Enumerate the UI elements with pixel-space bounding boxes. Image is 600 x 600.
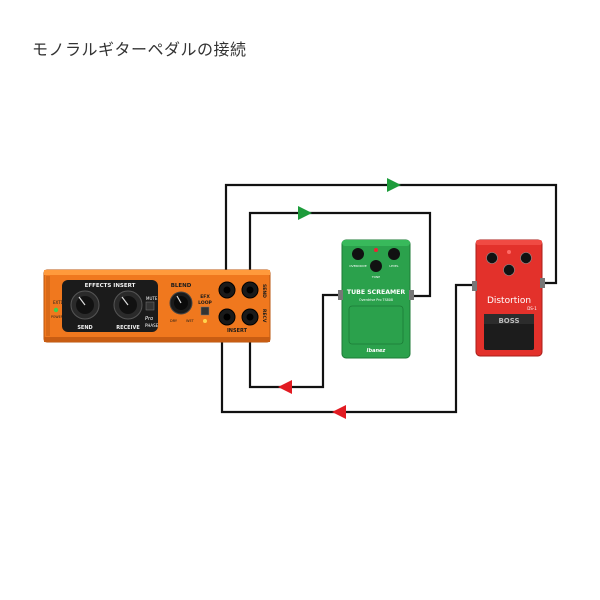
cable-outer-bottom	[220, 283, 476, 414]
cable-inner-bottom	[248, 293, 342, 389]
effects-insert-label: EFFECTS INSERT	[85, 283, 136, 289]
blend-label: BLEND	[171, 283, 192, 289]
receive-knob-label: RECEIVE	[116, 325, 140, 331]
send-side-label: SEND	[261, 284, 267, 298]
phase-label: PHASE	[145, 323, 159, 328]
effects-insert-interface: EFFECTS INSERT SEND RECEIVE MUTE Pro PHA…	[43, 269, 271, 343]
power-label: POWER	[51, 315, 64, 319]
boss-level-knob[interactable]	[520, 252, 532, 264]
arrow-green-mid	[298, 206, 312, 220]
boss-input-jack[interactable]	[472, 281, 477, 291]
boss-model: DS-1	[527, 306, 537, 311]
arrow-green-top	[387, 178, 401, 192]
arrow-red-mid	[278, 380, 292, 394]
screamer-footswitch[interactable]	[348, 305, 404, 345]
tone-label: TONE	[371, 275, 380, 279]
efx-label: EFX	[200, 294, 210, 300]
boss-output-jack[interactable]	[540, 278, 545, 288]
boss-tone-knob[interactable]	[486, 252, 498, 264]
page-title: モノラルギターペダルの接続	[32, 40, 247, 59]
screamer-name: TUBE SCREAMER	[347, 289, 406, 296]
screamer-output-jack[interactable]	[409, 290, 414, 300]
boss-distortion-pedal: Distortion DS-1 BOSS	[472, 239, 545, 357]
power-led	[53, 307, 59, 313]
dry-label: DRY	[170, 319, 178, 323]
boss-name: Distortion	[487, 296, 531, 306]
arrow-red-bottom	[332, 405, 346, 419]
screamer-brand: Ibanez	[367, 348, 386, 354]
boss-led	[507, 250, 511, 254]
level-label: LEVEL	[389, 264, 399, 268]
efx-loop-switch[interactable]	[200, 306, 210, 316]
mute-switch[interactable]	[145, 301, 155, 311]
loop-label: LOOP	[198, 300, 212, 306]
boss-dist-knob[interactable]	[503, 264, 515, 276]
insert-label: INSERT	[227, 328, 248, 334]
mute-label: MUTE	[146, 296, 158, 301]
screamer-subtitle: Overdrive Pro TS808	[359, 298, 393, 302]
level-knob[interactable]	[388, 248, 400, 260]
extd-label: EXTD	[53, 300, 64, 305]
wet-label: WET	[186, 319, 195, 323]
screamer-input-jack[interactable]	[338, 290, 343, 300]
overdrive-knob[interactable]	[352, 248, 364, 260]
recv-side-label: RECV	[261, 309, 267, 323]
tone-knob[interactable]	[370, 260, 382, 272]
boss-brand: BOSS	[498, 317, 519, 325]
efx-led	[203, 319, 207, 323]
screamer-led	[374, 248, 378, 252]
cable-outer	[224, 183, 558, 292]
overdrive-label: OVERDRIVE	[349, 264, 367, 268]
cable-inner-top	[248, 211, 432, 298]
send-knob-label: SEND	[77, 325, 92, 331]
brand-label: Pro	[145, 316, 153, 322]
tube-screamer-pedal: OVERDRIVE LEVEL TONE TUBE SCREAMER Overd…	[338, 239, 414, 359]
